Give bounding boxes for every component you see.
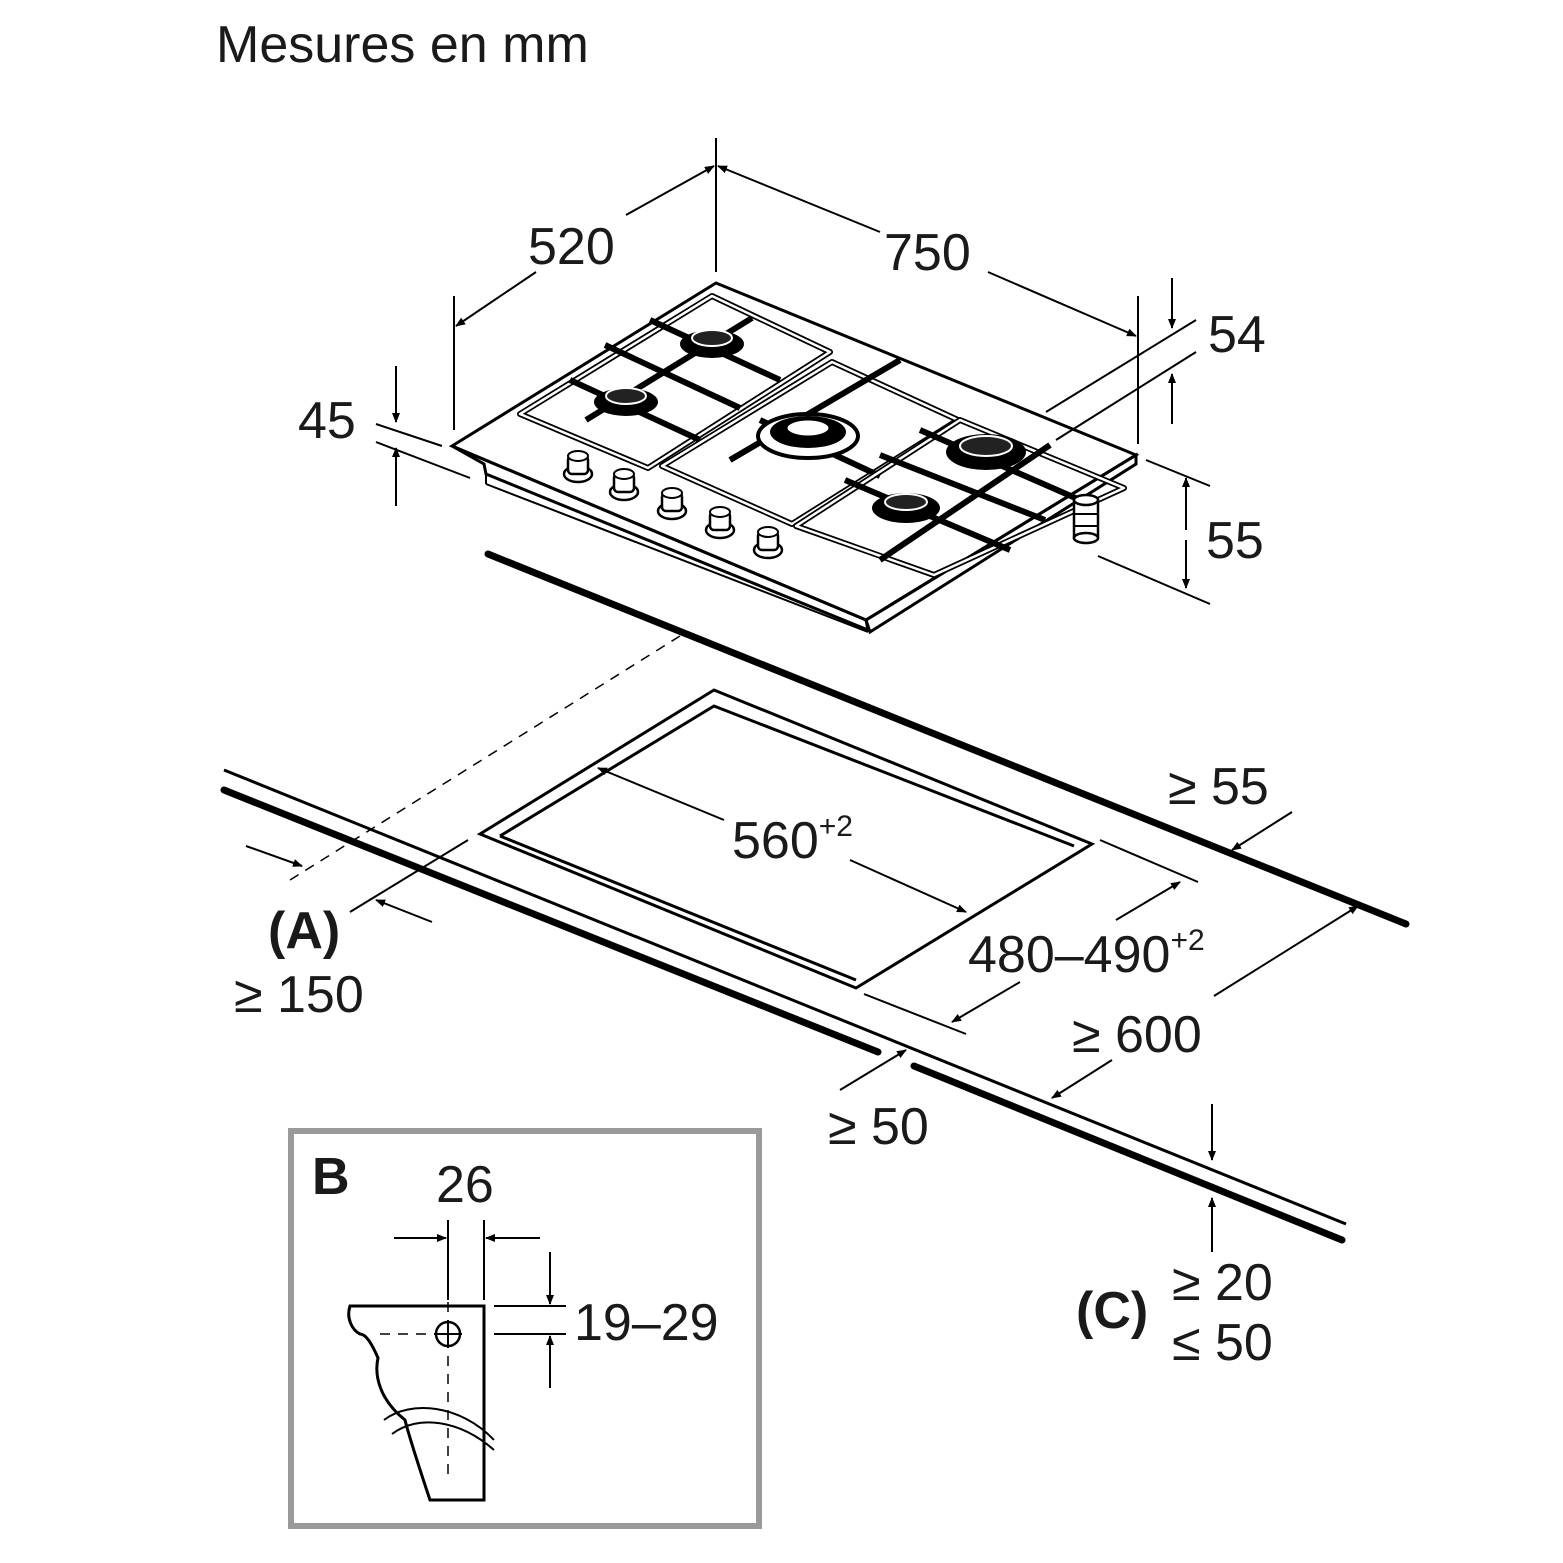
worktop-drawing: [220, 550, 1410, 1244]
burner-front-left: [594, 387, 658, 416]
gas-connector: [1072, 493, 1100, 545]
cutout-width-tolerance: +2: [819, 810, 853, 843]
knob-3: [656, 487, 688, 521]
knob-1: [562, 450, 594, 484]
detail-b-height-label: 19–29: [574, 1294, 719, 1352]
diagram-title: Mesures en mm: [216, 16, 589, 74]
detail-b-width-label: 26: [436, 1156, 494, 1214]
knob-5: [752, 526, 784, 560]
cutout-width-label: 560+2: [732, 810, 853, 870]
clearance-depth-label: ≥ 600: [1072, 1006, 1202, 1064]
burner-rear-right: [946, 434, 1026, 470]
cutout-depth-tolerance: +2: [1170, 924, 1204, 957]
clearance-side-marker: (A): [268, 902, 340, 960]
hob-drawing: [448, 281, 1140, 635]
clearance-front-label: ≥ 50: [828, 1098, 929, 1156]
knob-4: [704, 506, 736, 540]
cutout-depth-label: 480–490+2: [968, 924, 1205, 984]
hob-dimensions: [375, 138, 1211, 605]
cutout-dimensions: [245, 767, 1359, 1252]
dim-depth-label: 520: [528, 218, 615, 276]
worktop-marker: (C): [1076, 1282, 1148, 1340]
clearance-side-label: ≥ 150: [234, 966, 364, 1024]
detail-b-panel: [288, 1128, 762, 1529]
control-knobs: [562, 450, 784, 560]
clearance-back-label: ≥ 55: [1168, 758, 1269, 816]
burner-front-right: [872, 493, 940, 523]
cutout-opening: [476, 688, 1096, 990]
dim-under-height-label: 55: [1206, 512, 1264, 570]
burner-wok: [756, 412, 860, 460]
burner-rear-left: [680, 329, 744, 358]
knob-2: [608, 468, 640, 502]
cutout-width-value: 560: [732, 812, 819, 870]
worktop-max-label: ≤ 50: [1172, 1314, 1273, 1372]
dim-back-height-label: 54: [1208, 306, 1266, 364]
cutout-depth-value: 480–490: [968, 926, 1170, 984]
detail-b-label: B: [312, 1148, 350, 1206]
worktop-min-label: ≥ 20: [1172, 1254, 1273, 1312]
dim-width-label: 750: [884, 224, 971, 282]
dim-thickness-label: 45: [298, 392, 356, 450]
